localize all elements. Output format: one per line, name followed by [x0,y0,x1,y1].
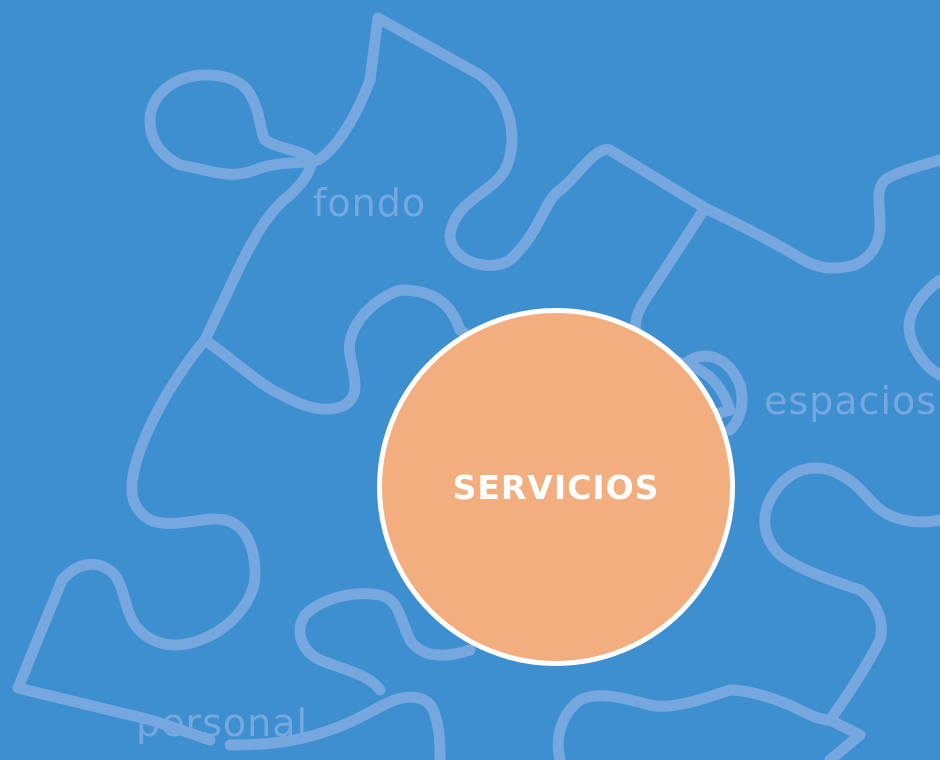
puzzle-piece-right-middle [903,274,940,381]
servicios-label: SERVICIOS [452,467,660,507]
puzzle-piece-bottom-center [224,691,446,760]
fondo-label: fondo [313,181,427,225]
puzzle-piece-left [12,334,261,746]
puzzle-piece-bottom-right [552,684,836,760]
puzzle-knob-behind-circle [684,350,748,436]
espacios-label: espacios [764,379,938,423]
personal-label: personal [136,701,309,745]
puzzle-piece-top-left [144,12,736,432]
puzzle-piece-bottom-mid [294,588,476,696]
puzzle-piece-right-bottom [759,462,940,760]
puzzle-piece-right-top [699,154,940,274]
servicios-circle[interactable]: SERVICIOS [377,308,735,666]
